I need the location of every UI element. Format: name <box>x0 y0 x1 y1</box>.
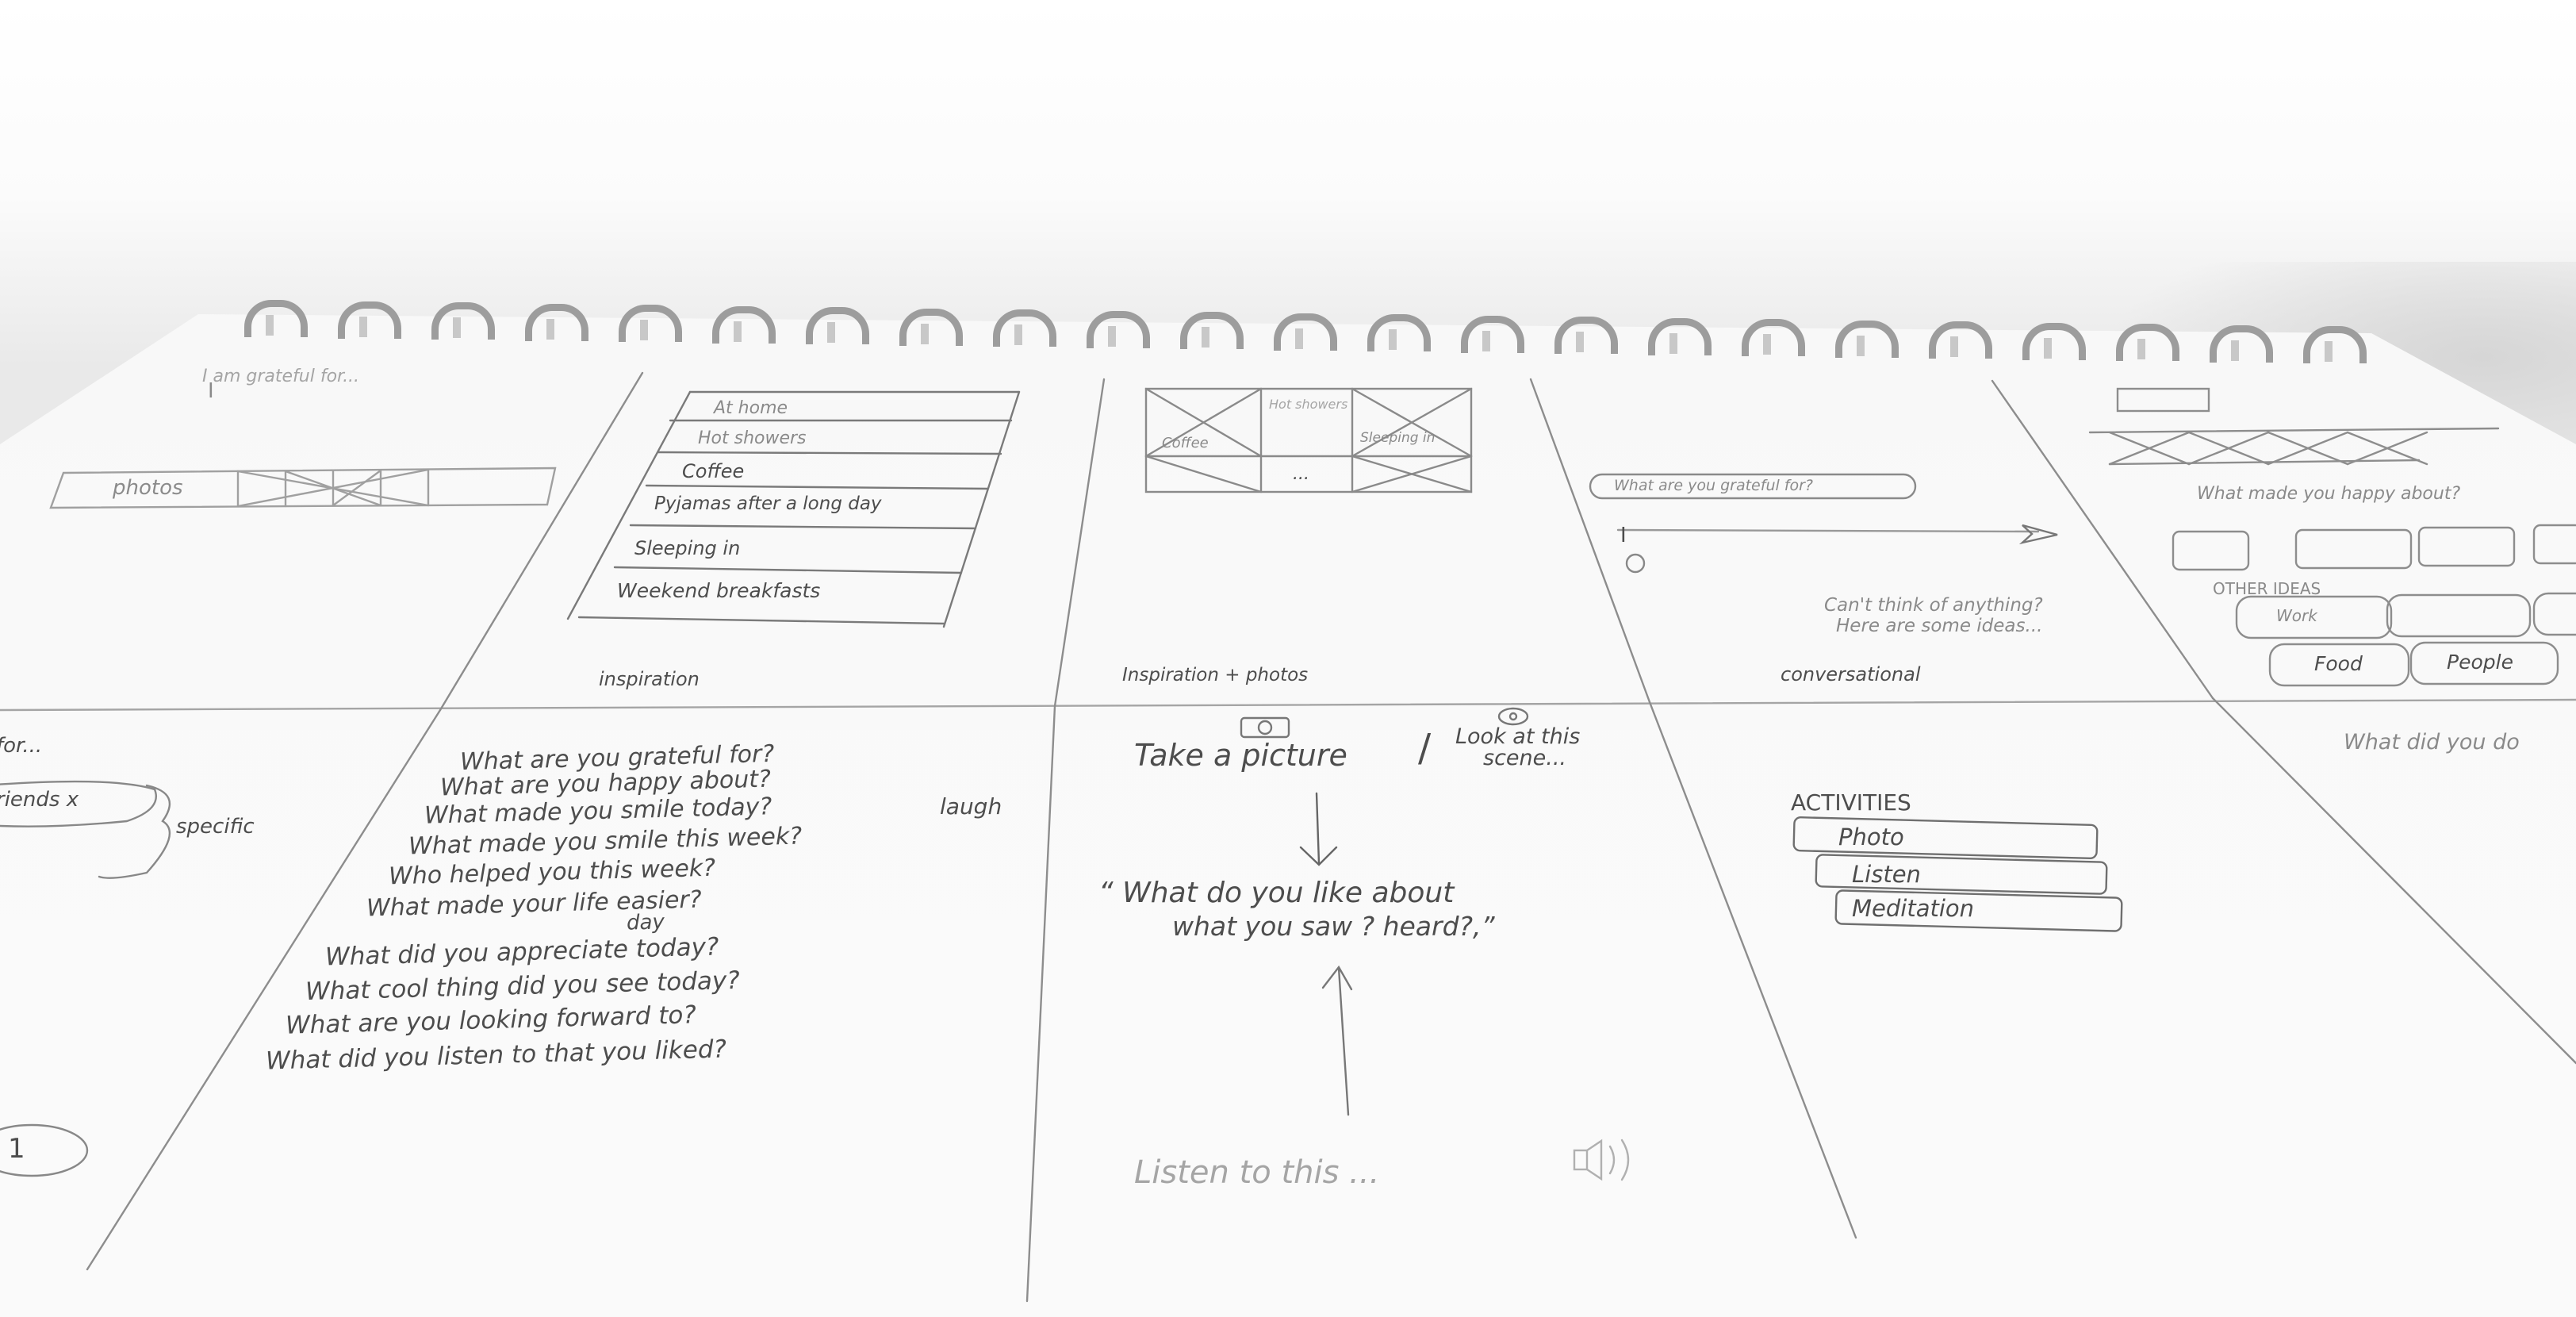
chat-input-line <box>1616 528 2040 533</box>
specific-bracket <box>98 784 171 879</box>
chat-cursor: I <box>1620 524 1627 547</box>
other-ideas: OTHER IDEAS <box>2213 579 2321 598</box>
list-item: Coffee <box>682 460 745 482</box>
spiral-ring <box>244 300 308 337</box>
arrow-up <box>1337 966 1350 1116</box>
list-item: Sleeping in <box>634 537 741 559</box>
spiral-ring <box>2303 326 2367 363</box>
spiral-ring <box>525 303 588 341</box>
divider-3 <box>1529 378 1651 704</box>
grid-cell: Hot showers <box>1269 397 1348 412</box>
caption-inspiration-photos: Inspiration + photos <box>1122 665 1309 685</box>
question-item: day <box>626 910 665 935</box>
lower-left-for: for... <box>0 734 43 758</box>
divider-2 <box>1053 378 1106 708</box>
right-prompt: What made you happy about? <box>2197 484 2461 504</box>
activity-listen: Listen <box>1852 861 1921 888</box>
spiral-ring <box>2116 324 2179 361</box>
chat-bubble-text: What are you grateful for? <box>1614 477 1814 494</box>
activity-photo: Photo <box>1838 824 1904 850</box>
spiral-ring <box>1648 317 1712 355</box>
spiral-ring <box>1274 313 1337 351</box>
look-line1: Look at this <box>1455 724 1581 749</box>
camera-icon <box>1240 716 1290 739</box>
spiral-ring <box>1742 319 1805 356</box>
circled-one <box>0 1123 89 1177</box>
spiral-ring <box>1929 321 1992 359</box>
spiral-ring <box>1367 314 1431 351</box>
spiral-ring <box>2022 322 2086 360</box>
chat-bubble-outline <box>1589 473 1917 500</box>
activities-title: ACTIVITIES <box>1791 789 1911 816</box>
look-line2: scene... <box>1483 746 1566 770</box>
arrow-down <box>1315 792 1321 865</box>
row-divider <box>0 698 2576 712</box>
friends-chip <box>0 780 157 827</box>
spiral-ring <box>993 309 1056 347</box>
spiral-ring <box>431 302 495 340</box>
divider-6 <box>1025 705 1056 1303</box>
suggest-line2: Here are some ideas... <box>1836 616 2043 636</box>
speaker-icon <box>1573 1138 1630 1181</box>
spiral-ring <box>2210 324 2273 363</box>
panel1-title: I am grateful for... <box>202 367 360 386</box>
divider-5 <box>86 708 442 1271</box>
photos-label: photos <box>113 476 183 500</box>
quote-line2: what you saw ? heard?,” <box>1172 911 1495 942</box>
grid-cell: Coffee <box>1162 435 1209 451</box>
panel1-cursor: I <box>208 379 214 403</box>
slash-divider: / <box>1418 726 1432 770</box>
right-panel-sketch <box>2088 387 2576 687</box>
caption-inspiration: inspiration <box>599 668 700 690</box>
suggest-line1: Can't think of anything? <box>1824 595 2043 616</box>
laugh-note: laugh <box>940 793 1002 820</box>
divider-7 <box>1648 701 1857 1239</box>
spiral-ring <box>1554 317 1618 354</box>
listen-to-this: Listen to this ... <box>1134 1154 1380 1191</box>
lower-left-specific: specific <box>176 815 255 839</box>
divider-1 <box>439 371 644 712</box>
chip-people: People <box>2447 651 2513 674</box>
lower-left-friends: riends x <box>0 788 79 812</box>
list-item: Weekend breakfasts <box>617 579 821 602</box>
spiral-ring <box>619 305 682 342</box>
spiral-ring <box>899 308 963 346</box>
list-item: Hot showers <box>698 428 807 448</box>
quote-line1: “ What do you like about <box>1098 877 1455 909</box>
right-lower-text: What did you do <box>2344 730 2520 754</box>
list-boxes <box>566 390 1021 628</box>
chip-work: Work <box>2276 606 2317 625</box>
grid-cell: ... <box>1293 464 1309 484</box>
spiral-ring <box>1461 315 1524 353</box>
spiral-ring <box>1087 310 1150 348</box>
activity-meditation: Meditation <box>1852 895 1975 922</box>
photo-grid <box>1144 387 1473 493</box>
spiral-ring <box>1835 320 1899 358</box>
spiral-ring <box>1180 312 1244 349</box>
list-item: At home <box>714 398 788 418</box>
spiral-ring <box>712 305 776 344</box>
spiral-ring <box>338 301 401 339</box>
send-icon <box>2018 524 2058 545</box>
circled-one-digit: 1 <box>8 1133 25 1165</box>
camera-icon-small <box>1625 553 1646 574</box>
eye-icon <box>1497 707 1529 726</box>
list-item: Pyjamas after a long day <box>654 493 882 514</box>
chip-food: Food <box>2314 652 2363 675</box>
divider-4 <box>1991 379 2214 700</box>
take-picture: Take a picture <box>1134 738 1347 773</box>
grid-cell: Sleeping in <box>1360 430 1436 446</box>
photo-strip <box>49 467 557 509</box>
caption-conversational: conversational <box>1781 663 1921 685</box>
divider-8 <box>2211 697 2576 1065</box>
activities-buttons <box>1792 816 2123 932</box>
spiral-ring <box>806 307 869 344</box>
